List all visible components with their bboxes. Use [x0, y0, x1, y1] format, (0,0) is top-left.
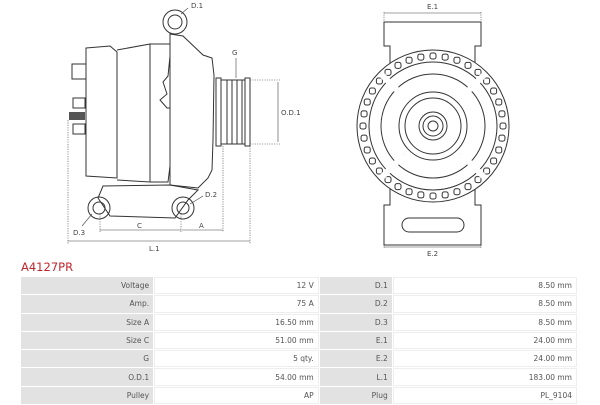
spec-value: AP: [154, 386, 319, 405]
vent-slot: [474, 68, 482, 76]
vent-slot: [441, 191, 449, 199]
spec-value: 12 V: [154, 277, 319, 295]
spec-label: Size A: [21, 313, 154, 331]
vent-slot: [474, 176, 482, 184]
spec-value: 16.50 mm: [154, 313, 319, 331]
vent-slot: [417, 53, 425, 61]
vent-slot: [363, 146, 371, 154]
vent-slot: [368, 87, 376, 95]
vent-slot: [495, 146, 503, 154]
vent-slot: [394, 183, 402, 191]
spec-label: Voltage: [21, 277, 154, 295]
vent-slot: [499, 122, 507, 130]
vent-slot: [453, 188, 461, 196]
spec-label: Amp.: [21, 295, 154, 313]
product-code: A4127PR: [21, 260, 74, 274]
vent-slot: [384, 68, 392, 76]
vent-slot: [495, 98, 503, 106]
label-d2: D.2: [205, 191, 217, 199]
label-l1: L.1: [149, 245, 160, 253]
spec-label: D.3: [319, 313, 392, 331]
vent-slot: [464, 183, 472, 191]
vent-slot: [360, 134, 368, 142]
spec-value: 5 qty.: [154, 350, 319, 368]
spec-value: 8.50 mm: [392, 295, 577, 313]
vent-slot: [483, 77, 491, 85]
vent-slot: [405, 188, 413, 196]
spec-label: E.1: [319, 331, 392, 350]
spec-label: Pulley: [21, 386, 154, 405]
spec-label: L.1: [319, 368, 392, 386]
spec-label: Plug: [319, 386, 392, 405]
vent-slot: [483, 167, 491, 175]
label-e1: E.1: [427, 3, 438, 11]
spec-label: G: [21, 350, 154, 368]
vent-slot: [384, 176, 392, 184]
spec-label: Size C: [21, 331, 154, 350]
vent-slot: [394, 61, 402, 69]
vent-slot: [498, 110, 506, 118]
label-d1: D.1: [191, 2, 203, 10]
label-od1: O.D.1: [281, 109, 301, 117]
vent-slot: [441, 53, 449, 61]
spec-value: 24.00 mm: [392, 350, 577, 368]
label-g: G: [232, 49, 237, 57]
vent-slot: [453, 56, 461, 64]
vent-slot: [429, 192, 437, 200]
label-c: C: [137, 222, 142, 230]
vent-slot: [429, 52, 437, 60]
vent-slot: [368, 157, 376, 165]
front-view: E.1 E.2: [356, 3, 510, 258]
vent-slot: [490, 87, 498, 95]
side-view: D.1 D.2 D.3 G O.D.1 C A L.1: [67, 2, 301, 253]
spec-label: E.2: [319, 350, 392, 368]
spec-value: 8.50 mm: [392, 277, 577, 295]
vent-slot: [417, 191, 425, 199]
spec-label: O.D.1: [21, 368, 154, 386]
label-a: A: [199, 222, 204, 230]
spec-value: 75 A: [154, 295, 319, 313]
vent-slot: [375, 77, 383, 85]
alternator-technical-drawing: D.1 D.2 D.3 G O.D.1 C A L.1 E.1 E.2: [67, 2, 510, 258]
vent-slot: [375, 167, 383, 175]
vent-slot: [405, 56, 413, 64]
spec-value: 8.50 mm: [392, 313, 577, 331]
spec-label: D.1: [319, 277, 392, 295]
vent-slot: [360, 110, 368, 118]
vent-slot: [363, 98, 371, 106]
vent-slot: [359, 122, 367, 130]
label-e2: E.2: [427, 250, 438, 258]
spec-value: 24.00 mm: [392, 331, 577, 350]
spec-value: 54.00 mm: [154, 368, 319, 386]
label-d3: D.3: [73, 229, 85, 237]
vent-slot: [490, 157, 498, 165]
spec-value: PL_9104: [392, 386, 577, 405]
spec-label: D.2: [319, 295, 392, 313]
spec-value: 183.00 mm: [392, 368, 577, 386]
vent-slot: [464, 61, 472, 69]
vent-slot: [498, 134, 506, 142]
spec-value: 51.00 mm: [154, 331, 319, 350]
